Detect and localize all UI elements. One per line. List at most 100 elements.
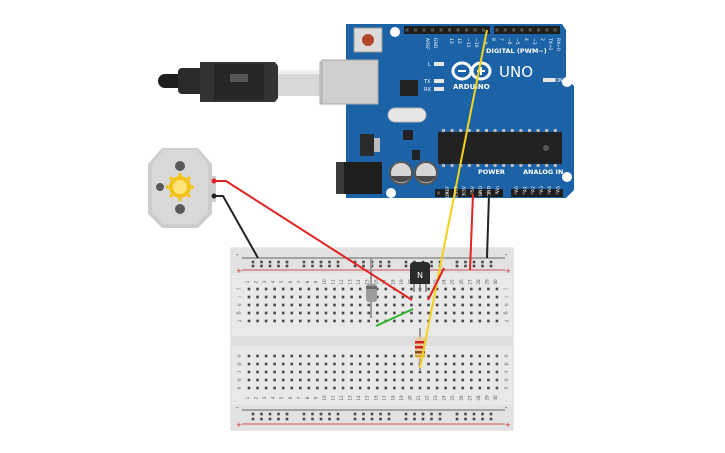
breadboard-hole[interactable] bbox=[260, 260, 263, 264]
breadboard-hole[interactable] bbox=[444, 378, 447, 382]
breadboard-hole[interactable] bbox=[452, 362, 456, 366]
breadboard-hole[interactable] bbox=[268, 417, 272, 421]
breadboard-hole[interactable] bbox=[316, 287, 319, 291]
power-pin[interactable] bbox=[486, 191, 490, 195]
breadboard-hole[interactable] bbox=[375, 311, 379, 315]
breadboard-hole[interactable] bbox=[384, 386, 388, 390]
breadboard-hole[interactable] bbox=[350, 370, 353, 374]
breadboard-hole[interactable] bbox=[264, 354, 268, 358]
breadboard-hole[interactable] bbox=[489, 417, 493, 421]
breadboard-hole[interactable] bbox=[324, 378, 328, 382]
breadboard-hole[interactable] bbox=[302, 260, 306, 264]
breadboard-hole[interactable] bbox=[281, 378, 285, 382]
power-pin[interactable] bbox=[478, 191, 482, 195]
breadboard-hole[interactable] bbox=[277, 264, 280, 268]
breadboard-hole[interactable] bbox=[273, 303, 276, 307]
breadboard-hole[interactable] bbox=[333, 378, 336, 382]
breadboard-hole[interactable] bbox=[251, 412, 255, 416]
breadboard-hole[interactable] bbox=[281, 311, 285, 315]
breadboard-hole[interactable] bbox=[256, 362, 259, 366]
breadboard-hole[interactable] bbox=[404, 260, 408, 264]
breadboard-hole[interactable] bbox=[393, 378, 396, 382]
breadboard-hole[interactable] bbox=[384, 354, 388, 358]
breadboard-hole[interactable] bbox=[299, 362, 302, 366]
analog-pin[interactable] bbox=[547, 191, 551, 195]
power-pin[interactable] bbox=[437, 191, 440, 195]
breadboard-hole[interactable] bbox=[256, 354, 259, 358]
breadboard-hole[interactable] bbox=[264, 311, 268, 315]
breadboard-hole[interactable] bbox=[316, 319, 319, 323]
breadboard-hole[interactable] bbox=[401, 287, 405, 291]
breadboard-hole[interactable] bbox=[285, 417, 289, 421]
breadboard-hole[interactable] bbox=[384, 370, 388, 374]
breadboard-hole[interactable] bbox=[404, 417, 408, 421]
breadboard-hole[interactable] bbox=[290, 295, 294, 299]
breadboard-hole[interactable] bbox=[290, 354, 294, 358]
breadboard-hole[interactable] bbox=[387, 412, 391, 416]
breadboard-hole[interactable] bbox=[290, 370, 294, 374]
breadboard-hole[interactable] bbox=[302, 417, 306, 421]
breadboard-hole[interactable] bbox=[384, 287, 388, 291]
breadboard-hole[interactable] bbox=[260, 417, 263, 421]
breadboard-hole[interactable] bbox=[285, 260, 289, 264]
breadboard-hole[interactable] bbox=[299, 311, 302, 315]
breadboard-hole[interactable] bbox=[316, 362, 319, 366]
breadboard-hole[interactable] bbox=[264, 295, 268, 299]
breadboard-hole[interactable] bbox=[247, 362, 251, 366]
breadboard-hole[interactable] bbox=[444, 386, 447, 390]
breadboard-hole[interactable] bbox=[435, 303, 439, 307]
breadboard-hole[interactable] bbox=[487, 303, 490, 307]
breadboard-hole[interactable] bbox=[247, 287, 251, 291]
breadboard-hole[interactable] bbox=[358, 378, 362, 382]
breadboard-hole[interactable] bbox=[324, 303, 328, 307]
breadboard-hole[interactable] bbox=[341, 386, 345, 390]
breadboard-hole[interactable] bbox=[413, 412, 416, 416]
breadboard-hole[interactable] bbox=[336, 417, 340, 421]
breadboard-hole[interactable] bbox=[427, 362, 430, 366]
breadboard-hole[interactable] bbox=[302, 412, 306, 416]
breadboard-hole[interactable] bbox=[435, 370, 439, 374]
breadboard-hole[interactable] bbox=[487, 378, 490, 382]
breadboard-hole[interactable] bbox=[247, 386, 251, 390]
analog-pin[interactable] bbox=[522, 191, 526, 195]
breadboard-hole[interactable] bbox=[435, 311, 439, 315]
breadboard-hole[interactable] bbox=[452, 319, 456, 323]
breadboard-hole[interactable] bbox=[421, 417, 425, 421]
breadboard-hole[interactable] bbox=[299, 295, 302, 299]
breadboard-hole[interactable] bbox=[350, 295, 353, 299]
digital-pin[interactable] bbox=[495, 28, 499, 32]
digital-pin-header[interactable] bbox=[404, 26, 560, 34]
breadboard-hole[interactable] bbox=[478, 287, 482, 291]
power-pin[interactable] bbox=[445, 191, 449, 195]
breadboard-hole[interactable] bbox=[379, 260, 382, 264]
breadboard-hole[interactable] bbox=[393, 319, 396, 323]
breadboard-hole[interactable] bbox=[260, 412, 263, 416]
breadboard-hole[interactable] bbox=[435, 362, 439, 366]
breadboard-hole[interactable] bbox=[444, 311, 447, 315]
breadboard-hole[interactable] bbox=[256, 378, 259, 382]
breadboard-hole[interactable] bbox=[290, 311, 294, 315]
breadboard-hole[interactable] bbox=[375, 354, 379, 358]
analog-pin[interactable] bbox=[555, 191, 559, 195]
breadboard-hole[interactable] bbox=[470, 311, 473, 315]
breadboard-hole[interactable] bbox=[256, 303, 259, 307]
breadboard-hole[interactable] bbox=[251, 417, 255, 421]
power-pin[interactable] bbox=[495, 191, 499, 195]
breadboard-hole[interactable] bbox=[333, 319, 336, 323]
breadboard-hole[interactable] bbox=[487, 362, 490, 366]
npn-transistor[interactable]: N bbox=[410, 262, 430, 292]
breadboard-hole[interactable] bbox=[495, 295, 499, 299]
breadboard-hole[interactable] bbox=[307, 354, 311, 358]
breadboard-hole[interactable] bbox=[247, 311, 251, 315]
breadboard-hole[interactable] bbox=[418, 378, 422, 382]
breadboard-hole[interactable] bbox=[452, 311, 456, 315]
breadboard-hole[interactable] bbox=[438, 417, 442, 421]
breadboard-hole[interactable] bbox=[455, 260, 459, 264]
breadboard-hole[interactable] bbox=[487, 354, 490, 358]
breadboard-hole[interactable] bbox=[341, 295, 345, 299]
breadboard-hole[interactable] bbox=[375, 295, 379, 299]
breadboard-hole[interactable] bbox=[427, 303, 430, 307]
breadboard-hole[interactable] bbox=[470, 378, 473, 382]
breadboard-hole[interactable] bbox=[333, 354, 336, 358]
breadboard-hole[interactable] bbox=[264, 378, 268, 382]
